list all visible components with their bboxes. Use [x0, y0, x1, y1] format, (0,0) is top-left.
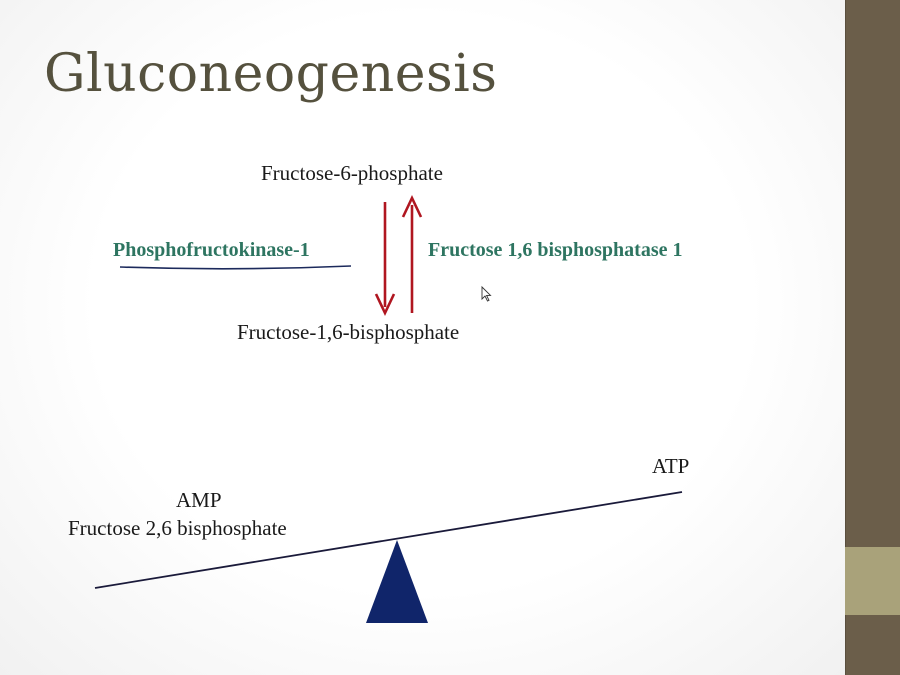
- arrow-up-icon: [401, 194, 423, 313]
- fructose-1-6-bisphosphate-label: Fructose-1,6-bisphosphate: [237, 320, 460, 344]
- amp-label: AMP: [176, 488, 222, 512]
- fructose-bisphosphatase-label: Fructose 1,6 bisphosphatase 1: [428, 239, 683, 261]
- triangle-fulcrum-icon: [366, 540, 428, 623]
- fructose-6-phosphate-label: Fructose-6-phosphate: [261, 161, 443, 185]
- balance-beam: [94, 491, 683, 589]
- slide-title: Gluconeogenesis: [44, 44, 498, 104]
- atp-label: ATP: [652, 454, 690, 478]
- fructose-2-6-bisphosphate-label: Fructose 2,6 bisphosphate: [68, 516, 287, 540]
- side-bar-accent: [845, 547, 900, 615]
- arrow-down-icon: [374, 202, 396, 317]
- slide: [0, 0, 845, 675]
- mouse-pointer-icon: [481, 285, 492, 302]
- phosphofructokinase-1-label: Phosphofructokinase-1: [113, 239, 310, 261]
- enzyme-underline: [119, 265, 352, 270]
- gluconeogenesis-diagram: [94, 194, 683, 623]
